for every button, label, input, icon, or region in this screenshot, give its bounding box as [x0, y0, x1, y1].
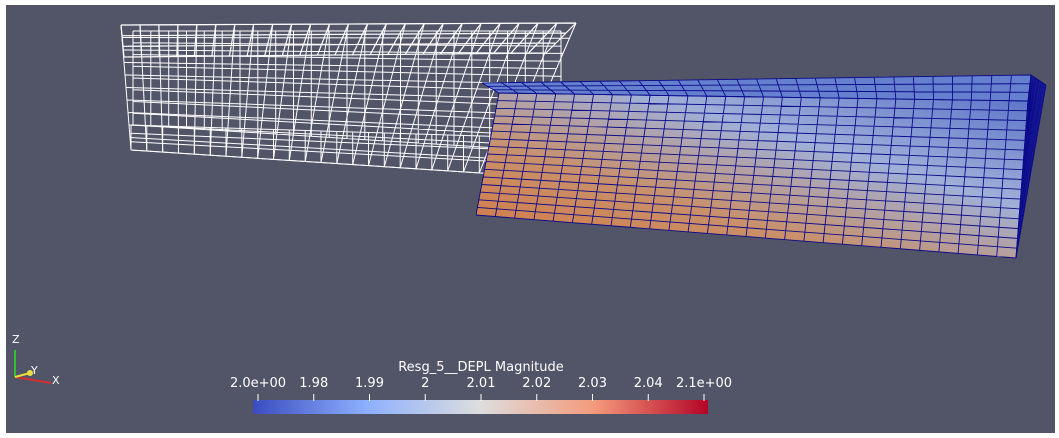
axis-y-label: Y — [31, 364, 38, 377]
axis-y-dot — [27, 370, 33, 376]
render-viewport[interactable]: Resg_5__DEPL Magnitude 2.0e+00 1.98 1.99 2 2… — [6, 5, 1055, 433]
mesh-scene — [14, 22, 1047, 414]
colorbar-tick-label: 2.0e+00 — [229, 376, 287, 391]
colorbar-tick-label: 1.98 — [299, 376, 329, 391]
colorbar-ticks — [257, 394, 705, 401]
deformed-colored-mesh — [475, 74, 1047, 259]
deformed-top-grid — [481, 74, 1032, 102]
colorbar-gradient — [253, 400, 708, 414]
axis-z-label: Z — [12, 333, 20, 346]
colorbar-tick-label: 1.99 — [355, 376, 384, 391]
colorbar-tick-label: 2.03 — [578, 376, 607, 391]
colorbar-tick-label: 2.01 — [466, 376, 496, 391]
colorbar-tick-label: 2.04 — [633, 376, 663, 391]
axis-x-line — [14, 376, 52, 384]
deformed-side-grid — [475, 92, 1029, 259]
colorbar-title: Resg_5__DEPL Magnitude — [398, 360, 564, 375]
deformed-end-grid — [1015, 74, 1047, 259]
colorbar-tick-label: 2.02 — [522, 376, 552, 391]
undeformed-bottom-face — [130, 124, 512, 176]
axis-x-label: X — [52, 374, 60, 387]
colorbar-tick-label: 2.1e+00 — [675, 376, 733, 391]
colorbar-tick-label: 2 — [421, 376, 430, 391]
orientation-axes-widget — [14, 350, 52, 384]
